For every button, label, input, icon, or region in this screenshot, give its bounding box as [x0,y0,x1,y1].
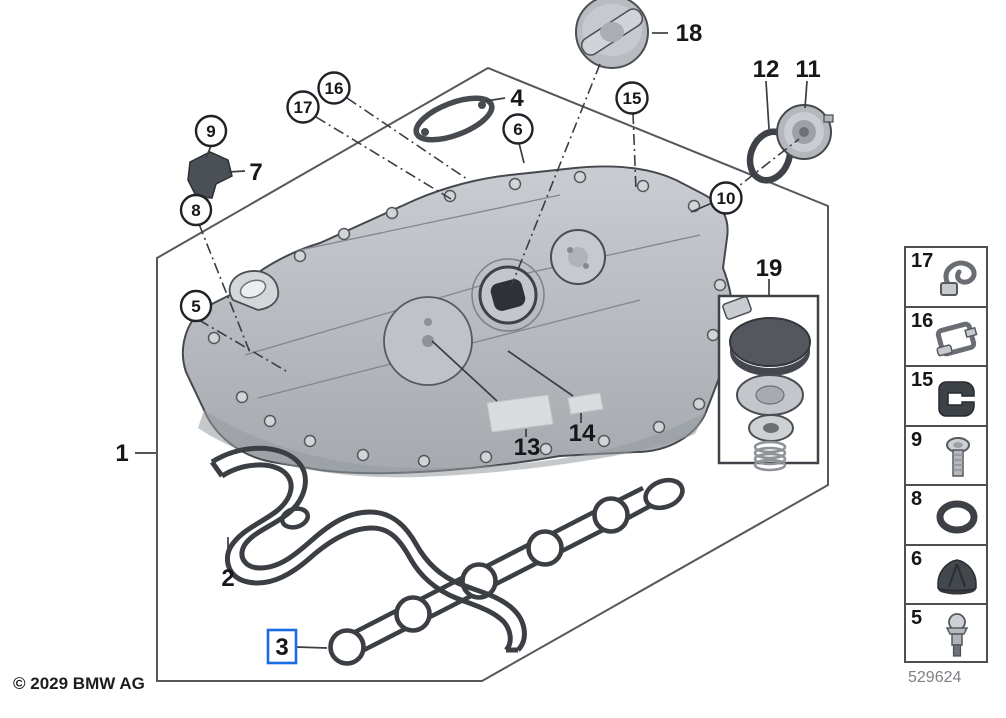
callout-9[interactable]: 9 [194,114,228,148]
profile-gasket-part-4 [413,95,495,143]
svg-text:14: 14 [569,420,596,447]
svg-text:6: 6 [513,120,522,139]
callout-18[interactable]: 18 [676,20,703,47]
sidebar-part-5[interactable]: 5 [906,605,986,665]
svg-text:12: 12 [753,56,780,83]
svg-text:8: 8 [191,201,200,220]
vacuum-pump-cover [550,229,606,285]
oil-filler-cap-part-18 [575,0,649,69]
gasket-part-3 [328,477,685,666]
callout-10[interactable]: 10 [709,181,743,215]
diagram-border [156,66,829,682]
svg-text:11: 11 [795,56,820,83]
svg-text:16: 16 [325,79,344,98]
sidebar-part-17[interactable]: 17 [906,248,986,308]
svg-text:9: 9 [206,122,215,141]
sticker-part-14 [567,392,604,415]
retaining-clip-icon [940,260,977,296]
gasket-part-2 [209,445,527,653]
svg-text:2: 2 [221,565,234,592]
callout-16[interactable]: 16 [317,71,351,105]
callout-5[interactable]: 5 [179,289,213,323]
callout-7[interactable]: 7 [249,159,262,186]
svg-text:19: 19 [756,255,783,282]
screw-icon [946,436,970,477]
center-round-plate [383,296,473,386]
callout-19[interactable]: 19 [756,255,783,282]
sticker-part-13 [486,394,554,433]
diagram-code: 529624 [908,669,962,686]
callout-12[interactable]: 12 [753,56,780,83]
holder-bracket-icon [935,321,978,356]
callout-8[interactable]: 8 [179,193,213,227]
pressure-valve-kit-part-19 [717,294,820,472]
svg-text:3: 3 [275,634,288,661]
valve-cover [181,165,734,478]
svg-text:15: 15 [623,89,642,108]
sidebar-part-8[interactable]: 8 [906,486,986,546]
sidebar-part-15[interactable]: 15 [906,367,986,427]
sidebar-part-16[interactable]: 16 [906,308,986,367]
oil-filler-opening [471,258,545,332]
valve-cap-part-11 [776,104,834,160]
parts-thumbnail-sidebar: 17 16 15 9 8 [904,246,988,663]
svg-text:4: 4 [510,85,524,112]
callout-2[interactable]: 2 [221,565,234,592]
callout-17[interactable]: 17 [286,90,320,124]
callout-6[interactable]: 6 [502,113,534,145]
sidebar-part-9[interactable]: 9 [906,427,986,486]
flange-bolt-icon [945,613,969,657]
callout-13[interactable]: 13 [514,434,541,461]
callout-3-selected[interactable]: 3 [266,628,298,665]
copyright-text: © 2029 BMW AG [13,674,145,693]
svg-text:7: 7 [249,159,262,186]
callout-15[interactable]: 15 [615,81,649,115]
svg-text:1: 1 [115,440,128,467]
svg-text:13: 13 [514,434,541,461]
rubber-clamp-icon [938,381,975,417]
callout-1[interactable]: 1 [115,440,128,467]
sidebar-part-6[interactable]: 6 [906,546,986,605]
rubber-grommet-icon [937,558,977,594]
callout-4[interactable]: 4 [510,85,524,112]
callout-14[interactable]: 14 [569,420,596,447]
svg-text:17: 17 [294,98,313,117]
o-ring-icon [936,500,978,534]
callout-11[interactable]: 11 [795,56,820,83]
svg-text:10: 10 [717,189,736,208]
leader-lines [135,32,808,649]
bolt-bosses [207,170,727,468]
svg-text:5: 5 [191,297,200,316]
svg-text:18: 18 [676,20,703,47]
